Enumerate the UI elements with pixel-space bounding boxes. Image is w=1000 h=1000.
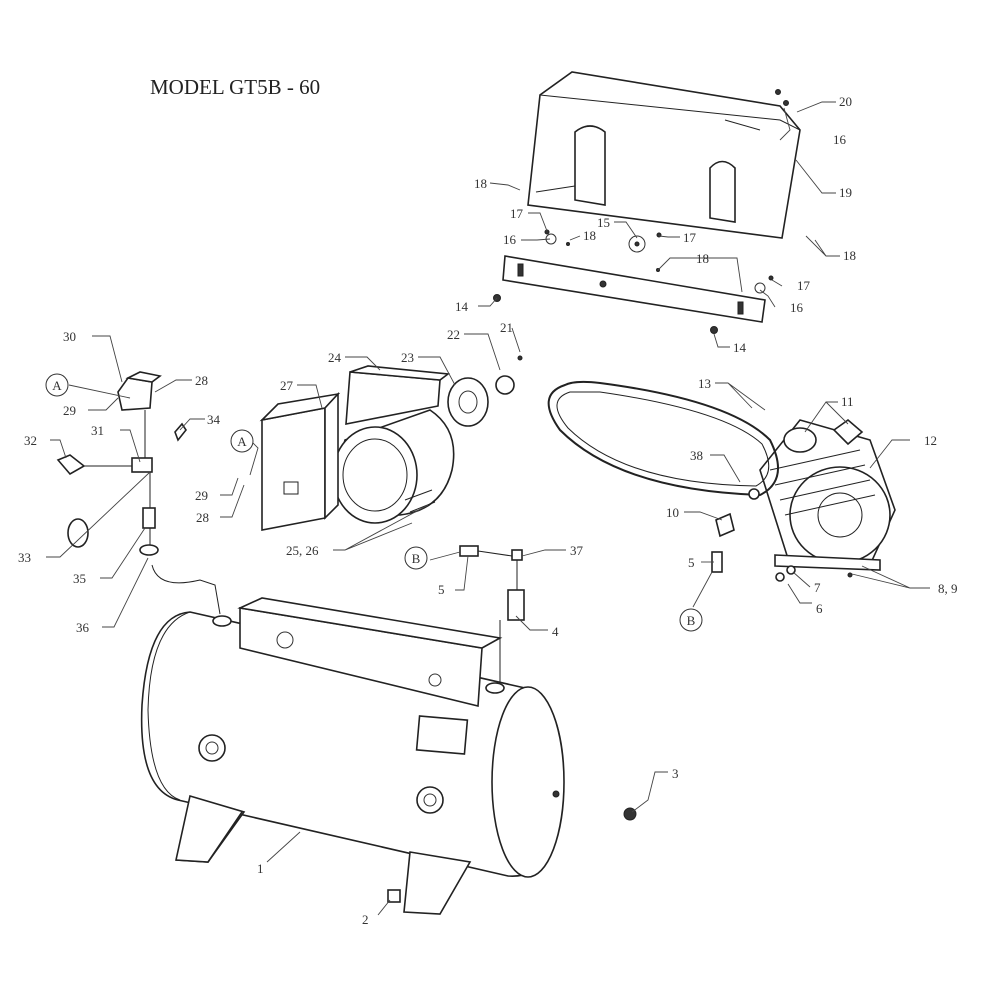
ref-a-circle-2 [230, 429, 254, 453]
callout-16c: 16 [833, 132, 847, 147]
callout-10: 10 [666, 505, 679, 520]
callout-13: 13 [698, 376, 711, 391]
callout-18a: 18 [474, 176, 487, 191]
callout-18b: 18 [583, 228, 596, 243]
callout-27: 27 [280, 378, 294, 393]
pressure-switch [56, 371, 221, 615]
callout-16b: 16 [790, 300, 804, 315]
callout-32: 32 [24, 433, 37, 448]
fasteners [387, 89, 853, 903]
callout-2: 2 [362, 912, 369, 927]
callout-28b: 28 [196, 510, 209, 525]
pump [759, 418, 896, 571]
ref-b-label-2: B [687, 613, 696, 628]
reference-markers: A A B B [45, 373, 703, 632]
callout-38: 38 [690, 448, 703, 463]
callout-20: 20 [839, 94, 852, 109]
ref-a-circle-1 [45, 373, 69, 397]
callout-5a: 5 [438, 582, 445, 597]
callout-30: 30 [63, 329, 76, 344]
callout-17b: 17 [683, 230, 697, 245]
ref-a-label-1: A [52, 378, 62, 393]
model-title: MODEL GT5B - 60 [150, 75, 320, 99]
ref-b-circle-1 [404, 546, 428, 570]
callout-12: 12 [924, 433, 937, 448]
motor [332, 355, 523, 524]
leader-lines [46, 101, 930, 916]
discharge-tube [459, 512, 735, 682]
callout-18d: 18 [843, 248, 856, 263]
callout-14b: 14 [455, 299, 469, 314]
callout-8-9: 8, 9 [938, 581, 958, 596]
callout-37: 37 [570, 543, 584, 558]
callout-16a: 16 [503, 232, 517, 247]
belt [547, 380, 779, 497]
callout-18c: 18 [696, 251, 709, 266]
callout-25-26: 25, 26 [286, 543, 319, 558]
callout-17c: 17 [797, 278, 811, 293]
ref-b-circle-2 [679, 608, 703, 632]
callout-22: 22 [447, 327, 460, 342]
callout-23: 23 [401, 350, 414, 365]
callout-5b: 5 [688, 555, 695, 570]
control-box [259, 391, 341, 531]
callout-3: 3 [672, 766, 679, 781]
callout-19: 19 [839, 185, 852, 200]
guard-bracket [502, 255, 766, 323]
callout-1: 1 [257, 861, 264, 876]
callout-7: 7 [814, 580, 821, 595]
callout-21: 21 [500, 320, 513, 335]
callout-15: 15 [597, 215, 610, 230]
callout-11: 11 [841, 394, 854, 409]
callout-29b: 29 [195, 488, 208, 503]
callout-36: 36 [76, 620, 90, 635]
belt-guard [527, 71, 801, 239]
callout-34: 34 [207, 412, 221, 427]
callout-14a: 14 [733, 340, 747, 355]
callout-29a: 29 [63, 403, 76, 418]
callout-24: 24 [328, 350, 342, 365]
part-labels: 1 2 3 4 5 5 6 7 8, 9 10 11 12 13 14 14 1… [18, 94, 958, 927]
air-tank [140, 597, 565, 915]
callout-31: 31 [91, 423, 104, 438]
callout-33: 33 [18, 550, 31, 565]
callout-4: 4 [552, 624, 559, 639]
callout-28a: 28 [195, 373, 208, 388]
callout-17a: 17 [510, 206, 524, 221]
ref-a-label-2: A [237, 434, 247, 449]
callout-6: 6 [816, 601, 823, 616]
callout-35: 35 [73, 571, 86, 586]
ref-b-label-1: B [412, 551, 421, 566]
